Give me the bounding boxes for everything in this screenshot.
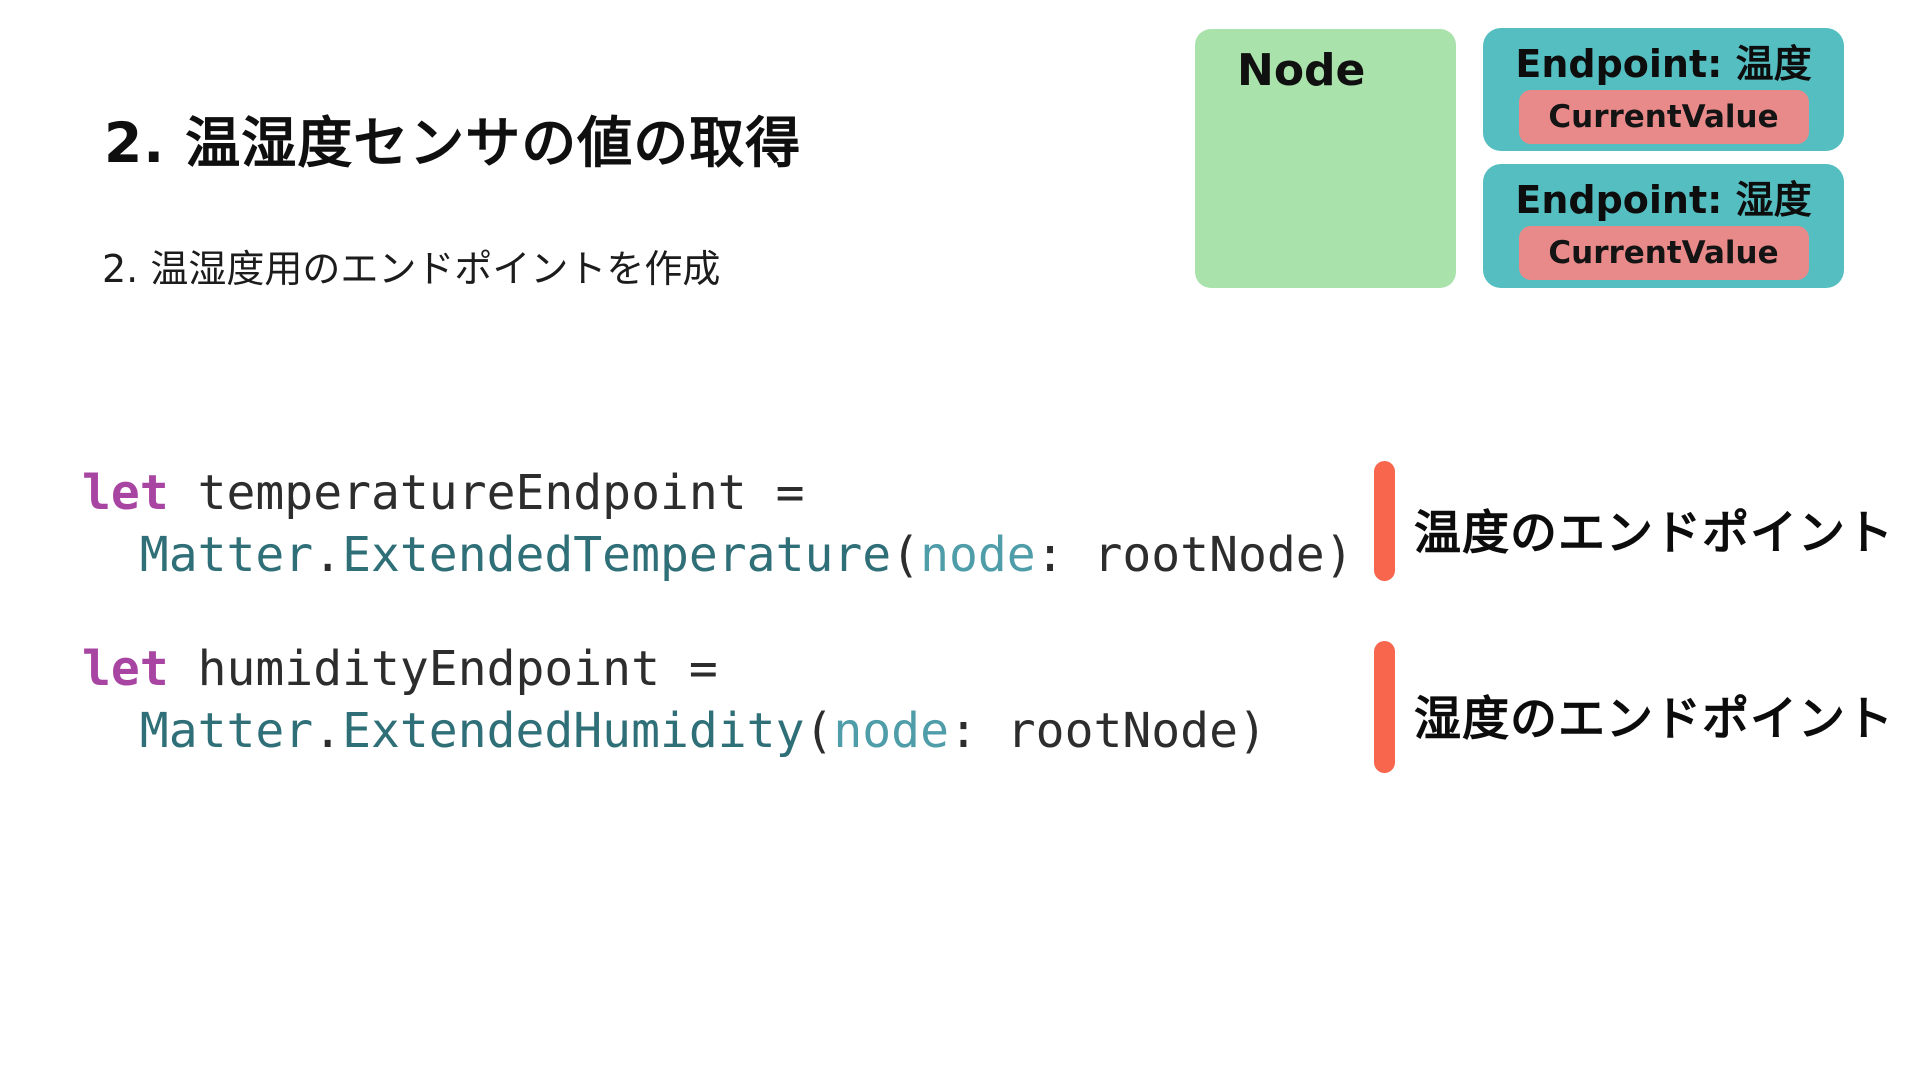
- code-block-humidity: let humidityEndpoint = Matter.ExtendedHu…: [82, 641, 1267, 759]
- attribute-label: CurrentValue: [1548, 99, 1779, 135]
- attribute-label: CurrentValue: [1548, 235, 1779, 271]
- endpoint-box-humidity: Endpoint: 湿度 CurrentValue: [1483, 164, 1844, 288]
- page-title: 2. 温湿度センサの値の取得: [104, 111, 802, 175]
- annotation-bar: [1374, 641, 1395, 773]
- node-box: Node: [1195, 29, 1456, 288]
- endpoint-title: Endpoint: 湿度: [1515, 178, 1812, 222]
- node-label: Node: [1237, 45, 1366, 96]
- attribute-pill: CurrentValue: [1518, 226, 1809, 280]
- endpoint-box-temperature: Endpoint: 温度 CurrentValue: [1483, 28, 1844, 151]
- code-block-temperature: let temperatureEndpoint = Matter.Extende…: [82, 465, 1354, 583]
- annotation-bar: [1374, 461, 1395, 581]
- attribute-pill: CurrentValue: [1518, 90, 1809, 144]
- endpoint-title: Endpoint: 温度: [1515, 42, 1812, 86]
- annotation-label: 温度のエンドポイント: [1414, 506, 1894, 561]
- annotation-label: 湿度のエンドポイント: [1414, 692, 1894, 747]
- page-subtitle: 2. 温湿度用のエンドポイントを作成: [102, 247, 721, 291]
